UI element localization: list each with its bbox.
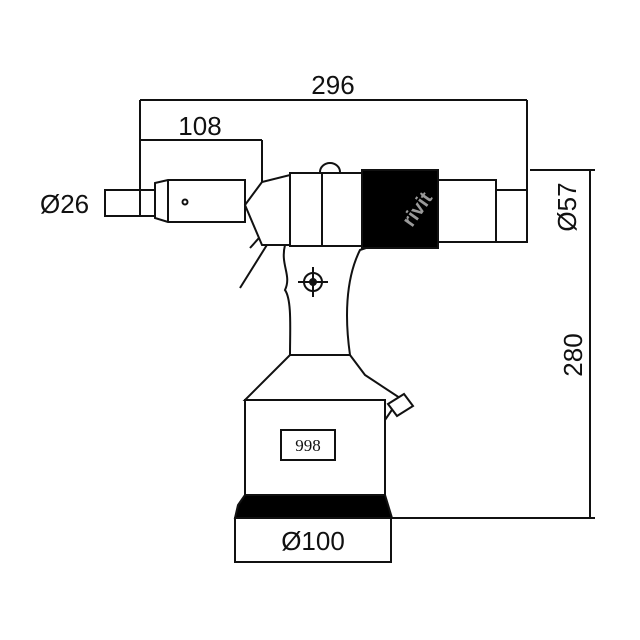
air-fitting — [386, 392, 415, 418]
crosshair-icon — [298, 267, 328, 297]
tool-outline — [104, 162, 528, 563]
model-label: 998 — [295, 436, 321, 455]
head-rear — [437, 179, 497, 243]
hanger-ring — [319, 162, 341, 173]
dim-base-diameter: Ø100 — [281, 526, 345, 556]
dim-height: 280 — [558, 333, 588, 376]
model-label-box — [280, 429, 336, 461]
dim-nozzle-length: 108 — [178, 111, 221, 141]
base-band — [233, 494, 394, 519]
end-cap — [495, 189, 528, 243]
grip-band — [361, 169, 439, 249]
dimension-lines — [139, 99, 595, 519]
head-body — [289, 172, 363, 247]
nozzle — [104, 189, 156, 217]
dim-overall-length: 296 — [311, 70, 354, 100]
base-dim-box — [234, 517, 392, 563]
head-front — [243, 173, 291, 246]
dim-nozzle-diameter: Ø26 — [40, 189, 89, 219]
dim-body-diameter: Ø57 — [552, 182, 582, 231]
handle — [282, 244, 376, 356]
